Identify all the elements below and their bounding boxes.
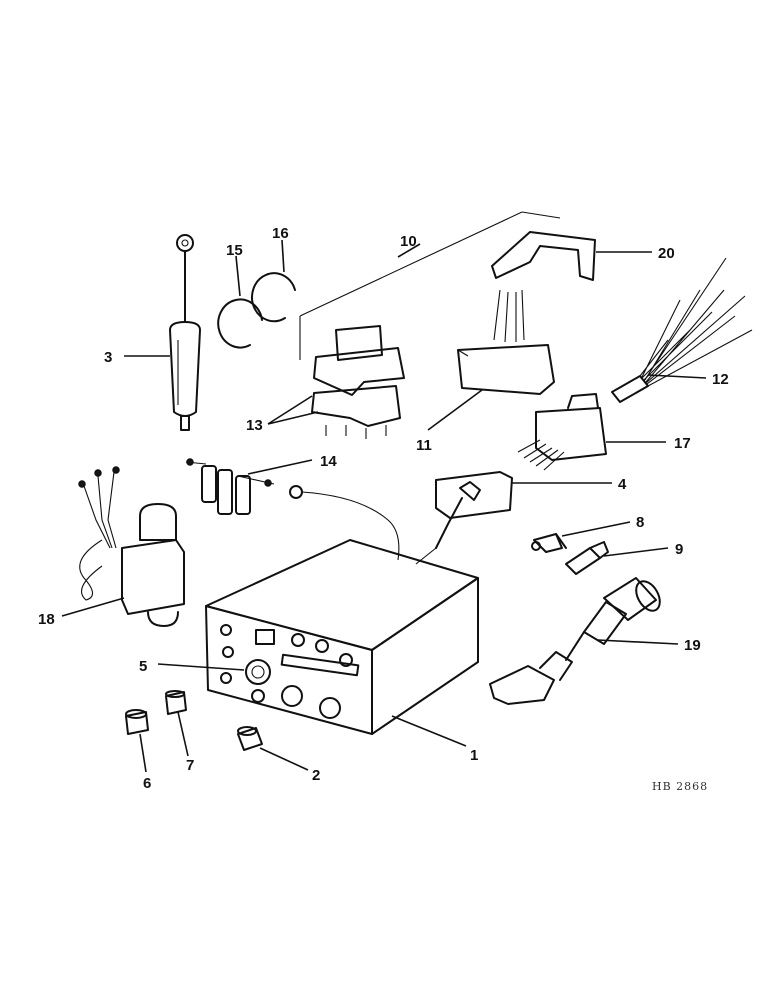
- callout-10: 10: [400, 233, 417, 250]
- part-13-brackets: [311, 325, 405, 439]
- part-18-solenoid: [78, 466, 185, 627]
- callout-13: 13: [246, 417, 263, 434]
- callout-9: 9: [675, 541, 683, 558]
- callout-17: 17: [674, 435, 691, 452]
- part-14-resistors: [185, 458, 275, 515]
- reference-code: HB 2868: [652, 780, 708, 793]
- part-20-bracket: [491, 231, 596, 281]
- part-11-module: [457, 289, 555, 395]
- part-6-cap: [125, 709, 149, 735]
- part-19-plug-cable: [489, 577, 661, 705]
- unit-knobs: [251, 685, 341, 719]
- callout-4: 4: [618, 476, 627, 493]
- callout-3: 3: [104, 349, 112, 366]
- part-12-harness: [611, 257, 753, 403]
- part-5-knob: [245, 659, 271, 685]
- ground-cable: [289, 485, 400, 561]
- callout-11: 11: [416, 437, 432, 454]
- callout-15: 15: [226, 242, 243, 259]
- part-9-fitting: [565, 541, 609, 575]
- callout-5: 5: [139, 658, 147, 675]
- part-15-ring: [217, 298, 263, 349]
- callout-6: 6: [143, 775, 151, 792]
- part-17-connector: [517, 393, 607, 471]
- callout-7: 7: [186, 757, 194, 774]
- callout-2: 2: [312, 767, 320, 784]
- part-3-antenna: [169, 234, 201, 431]
- leader-lines: [61, 239, 707, 773]
- part-4-sensor: [415, 471, 513, 565]
- callout-16: 16: [272, 225, 289, 242]
- part-16-ring: [251, 272, 296, 323]
- part-8-elbow: [531, 533, 567, 553]
- part-7-lamp: [165, 690, 187, 715]
- part-2-knob-cap: [237, 726, 263, 751]
- callout-20: 20: [658, 245, 675, 262]
- part-10-kit-outline: [299, 211, 561, 360]
- callout-labels: 1 2 3 4 5 6 7 8 9 10 11 12 13 14 15 16 1…: [38, 225, 729, 792]
- part-1-control-unit: [205, 539, 479, 735]
- callout-18: 18: [38, 611, 55, 628]
- callout-12: 12: [712, 371, 729, 388]
- callout-19: 19: [684, 637, 701, 654]
- callout-8: 8: [636, 514, 644, 531]
- callout-14: 14: [320, 453, 337, 470]
- callout-1: 1: [470, 747, 478, 764]
